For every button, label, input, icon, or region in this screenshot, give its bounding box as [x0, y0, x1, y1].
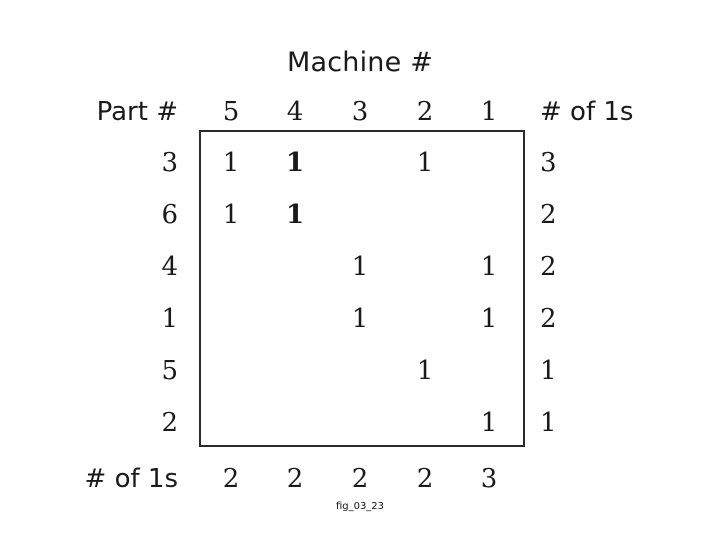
matrix-cell: 1 — [285, 200, 305, 230]
column-header-machine-5: 5 — [222, 97, 240, 127]
matrix-cell: 1 — [480, 408, 498, 438]
row-total-value: 1 — [540, 408, 557, 438]
row-label-part-5: 5 — [161, 356, 178, 386]
row-total-value: 2 — [540, 200, 557, 230]
row-label-part-2: 2 — [161, 408, 178, 438]
matrix-cell: 1 — [480, 252, 498, 282]
matrix-cell: 1 — [416, 356, 434, 386]
matrix-cell: 1 — [480, 304, 498, 334]
matrix-cell: 1 — [351, 304, 369, 334]
matrix-cell: 1 — [285, 148, 305, 178]
row-total-value: 1 — [540, 356, 557, 386]
column-total-value: 2 — [222, 464, 240, 494]
column-total-value: 3 — [480, 464, 498, 494]
row-total-header-label: # of 1s — [540, 97, 634, 127]
column-total-value: 2 — [351, 464, 369, 494]
row-label-part-1: 1 — [161, 304, 178, 334]
row-label-part-3: 3 — [161, 148, 178, 178]
row-label-part-6: 6 — [161, 200, 178, 230]
column-total-value: 2 — [286, 464, 304, 494]
column-header-machine-2: 2 — [416, 97, 434, 127]
column-header-machine-4: 4 — [286, 97, 304, 127]
column-header-machine-1: 1 — [480, 97, 498, 127]
row-total-value: 3 — [540, 148, 557, 178]
row-total-value: 2 — [540, 304, 557, 334]
row-header-label: Part # — [96, 97, 178, 127]
matrix-cell: 1 — [351, 252, 369, 282]
row-label-part-4: 4 — [161, 252, 178, 282]
matrix-cell: 1 — [416, 148, 434, 178]
matrix-border-box — [199, 130, 525, 447]
matrix-cell: 1 — [222, 148, 240, 178]
column-total-header-label: # of 1s — [84, 464, 178, 494]
column-total-value: 2 — [416, 464, 434, 494]
figure-caption: fig_03_23 — [335, 501, 385, 512]
chart-title: Machine # — [286, 47, 434, 78]
column-header-machine-3: 3 — [351, 97, 369, 127]
row-total-value: 2 — [540, 252, 557, 282]
matrix-cell: 1 — [222, 200, 240, 230]
